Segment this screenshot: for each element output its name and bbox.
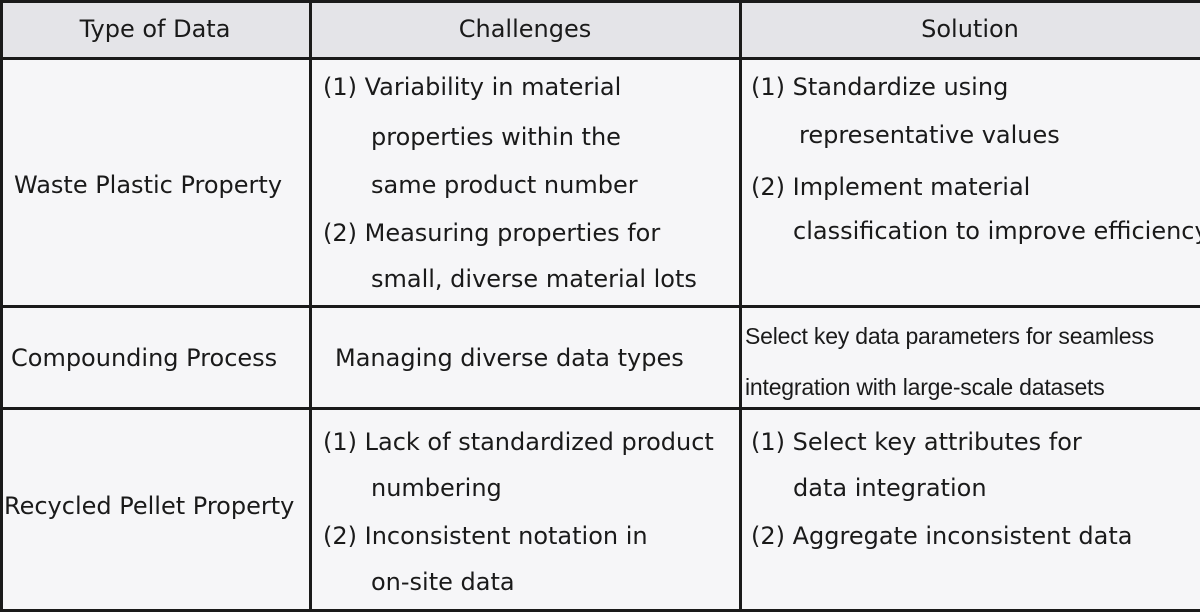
challenge-line: properties within the xyxy=(371,123,621,151)
header-divider xyxy=(0,57,1200,60)
row-divider xyxy=(0,305,1200,308)
challenge-line: (1) Variability in material xyxy=(323,73,622,101)
row-waste-plastic-type-cell: Waste Plastic Property xyxy=(0,58,310,306)
header-type-of-data: Type of Data xyxy=(0,0,310,58)
solution-line: Select key data parameters for seamless xyxy=(745,323,1154,349)
header-solution: Solution xyxy=(740,0,1200,58)
challenge-line: same product number xyxy=(371,171,638,199)
solution-line: representative values xyxy=(799,121,1060,149)
challenge-line: on-site data xyxy=(371,568,515,596)
row-recycled-pellet-type: Recycled Pellet Property xyxy=(4,492,295,520)
row-waste-plastic-solutions: (1) Standardize using representative val… xyxy=(740,58,1200,306)
challenge-line: (1) Lack of standardized product xyxy=(323,428,714,456)
table-border-bottom xyxy=(0,609,1200,612)
challenge-line: Managing diverse data types xyxy=(335,344,684,372)
column-divider xyxy=(739,0,742,612)
column-divider xyxy=(309,0,312,612)
row-waste-plastic-challenges: (1) Variability in material properties w… xyxy=(310,58,740,306)
row-divider xyxy=(0,407,1200,410)
row-compounding-challenges: Managing diverse data types xyxy=(310,306,740,408)
solution-line: (1) Standardize using xyxy=(751,73,1009,101)
row-compounding-solutions: Select key data parameters for seamless … xyxy=(740,306,1200,408)
row-compounding-type-cell: Compounding Process xyxy=(0,306,310,408)
table-border-left xyxy=(0,0,3,612)
table-border-top xyxy=(0,0,1200,3)
challenge-line: (2) Measuring properties for xyxy=(323,219,661,247)
solution-line: (2) Implement material xyxy=(751,173,1031,201)
row-recycled-pellet-challenges: (1) Lack of standardized product numberi… xyxy=(310,408,740,612)
row-recycled-pellet-type-cell: Recycled Pellet Property xyxy=(0,408,310,612)
row-compounding-type: Compounding Process xyxy=(11,344,278,372)
solution-line: (1) Select key attributes for xyxy=(751,428,1082,456)
solution-line: data integration xyxy=(793,474,987,502)
challenge-line: (2) Inconsistent notation in xyxy=(323,522,648,550)
solution-line: integration with large-scale datasets xyxy=(745,374,1105,400)
challenge-line: numbering xyxy=(371,474,502,502)
header-challenges: Challenges xyxy=(310,0,740,58)
row-waste-plastic-type: Waste Plastic Property xyxy=(14,171,283,199)
row-recycled-pellet-solutions: (1) Select key attributes for data integ… xyxy=(740,408,1200,612)
solution-line: (2) Aggregate inconsistent data xyxy=(751,522,1133,550)
challenge-line: small, diverse material lots xyxy=(371,265,697,293)
solution-line: classification to improve efficiency xyxy=(793,217,1200,245)
